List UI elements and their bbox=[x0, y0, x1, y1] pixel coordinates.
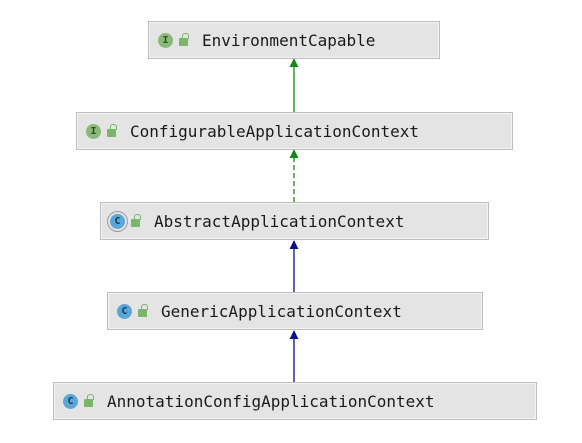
abstract-class-icon: C bbox=[110, 213, 125, 229]
node-environment-capable[interactable]: I EnvironmentCapable bbox=[148, 21, 440, 59]
node-annotation-config-application-context[interactable]: C AnnotationConfigApplicationContext bbox=[53, 382, 537, 420]
node-label: AnnotationConfigApplicationContext bbox=[107, 391, 435, 411]
public-lock-icon bbox=[107, 124, 117, 137]
public-lock-icon bbox=[84, 394, 94, 407]
public-lock-icon bbox=[179, 33, 189, 46]
interface-icon: I bbox=[158, 32, 173, 48]
node-configurable-application-context[interactable]: I ConfigurableApplicationContext bbox=[76, 112, 513, 150]
class-icon: C bbox=[63, 393, 78, 409]
public-lock-icon bbox=[131, 214, 141, 227]
node-abstract-application-context[interactable]: C AbstractApplicationContext bbox=[100, 202, 489, 240]
class-icon: C bbox=[117, 303, 132, 319]
public-lock-icon bbox=[138, 304, 148, 317]
node-label: ConfigurableApplicationContext bbox=[130, 121, 419, 141]
interface-icon: I bbox=[86, 123, 101, 139]
node-label: EnvironmentCapable bbox=[202, 30, 376, 50]
node-label: GenericApplicationContext bbox=[161, 301, 402, 321]
node-generic-application-context[interactable]: C GenericApplicationContext bbox=[107, 292, 483, 330]
node-label: AbstractApplicationContext bbox=[154, 211, 405, 231]
